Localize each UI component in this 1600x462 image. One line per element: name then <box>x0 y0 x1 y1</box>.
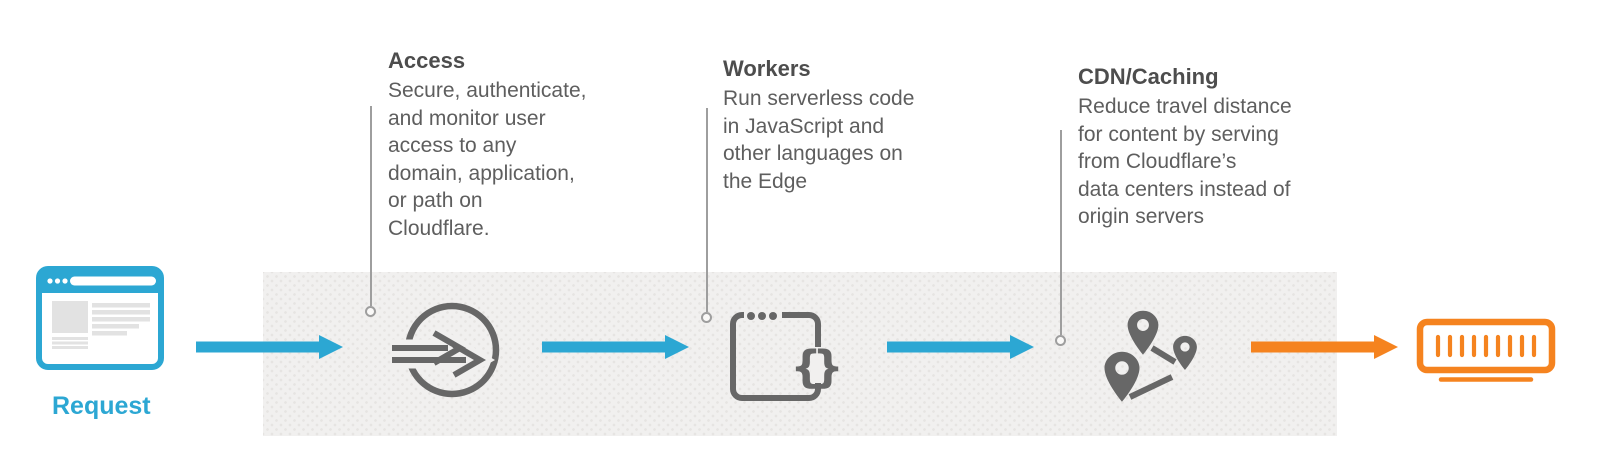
flow-arrow-cdn-to-origin <box>1251 335 1398 359</box>
cdn-connector-dot <box>1055 335 1066 346</box>
workers-connector-line <box>706 108 708 312</box>
access-description: Secure, authenticate, and monitor user a… <box>388 79 587 240</box>
access-connector-line <box>370 106 372 306</box>
workers-description: Run serverless code in JavaScript and ot… <box>723 87 915 193</box>
cdn-description: Reduce travel distance for content by se… <box>1078 95 1292 228</box>
request-label: Request <box>52 392 151 420</box>
workers-title: Workers <box>723 56 811 81</box>
flow-arrow-access-to-workers <box>542 335 689 359</box>
workers-connector-dot <box>701 312 712 323</box>
flow-arrow-workers-to-cdn <box>887 335 1034 359</box>
flow-arrow-request-to-access <box>196 335 343 359</box>
svg-text:{: { <box>790 342 821 393</box>
svg-text:}: } <box>812 342 840 393</box>
browser-window-icon <box>36 266 164 370</box>
cdn-connector-line <box>1060 130 1062 335</box>
access-connector-dot <box>365 306 376 317</box>
code-braces-window-icon: { } <box>730 310 840 401</box>
access-title: Access <box>388 48 466 73</box>
cdn-title: CDN/Caching <box>1078 64 1219 89</box>
login-arrows-circle-icon <box>392 302 500 398</box>
server-icon <box>1416 318 1556 382</box>
map-pins-route-icon <box>1104 310 1197 402</box>
